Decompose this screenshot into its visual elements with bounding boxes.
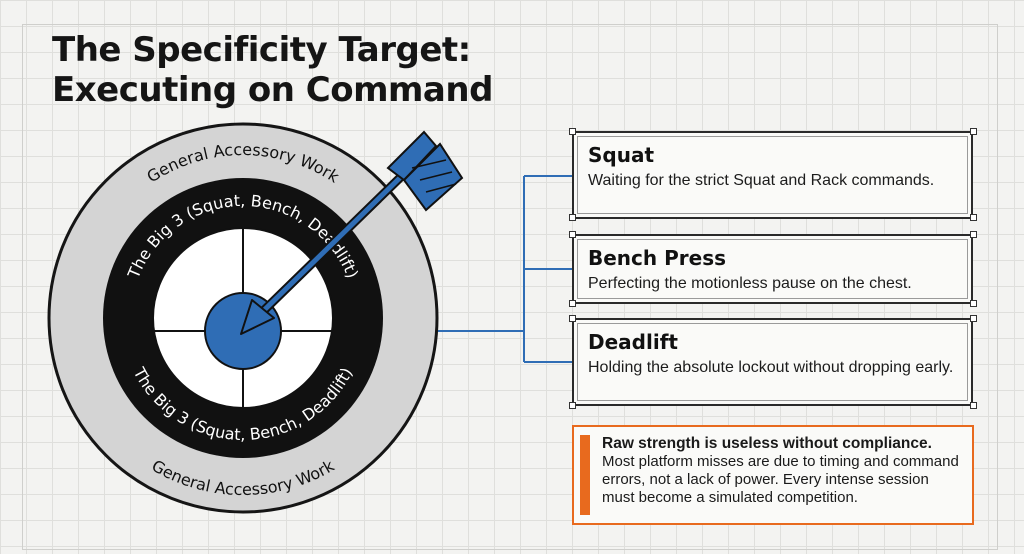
card-body: Waiting for the strict Squat and Rack co… <box>588 172 935 189</box>
card-body: Perfecting the motionless pause on the c… <box>588 275 912 292</box>
arrow-icon <box>240 130 464 335</box>
selection-handle <box>970 315 977 322</box>
selection-handle <box>970 402 977 409</box>
card-deadlift: Deadlift Holding the absolute lockout wi… <box>572 318 973 406</box>
selection-handle <box>569 231 576 238</box>
selection-handle <box>569 402 576 409</box>
title-line-2: Executing on Command <box>52 70 493 110</box>
title-line-1: The Specificity Target: <box>52 30 471 70</box>
card-body: Holding the absolute lockout without dro… <box>588 359 954 376</box>
callout-accent-bar <box>580 435 590 515</box>
page-title: The Specificity Target: Executing on Com… <box>52 30 493 110</box>
card-bench-press: Bench Press Perfecting the motionless pa… <box>572 234 973 304</box>
callout-text: Raw strength is useless without complian… <box>602 435 962 507</box>
card-title: Deadlift <box>588 330 678 354</box>
card-squat: Squat Waiting for the strict Squat and R… <box>572 131 973 219</box>
callout-headline: Raw strength is useless without complian… <box>602 435 932 452</box>
card-title: Squat <box>588 143 655 167</box>
content-frame <box>22 24 998 550</box>
selection-handle <box>970 128 977 135</box>
selection-handle <box>569 214 576 221</box>
selection-handle <box>970 300 977 307</box>
callout-body: Most platform misses are due to timing a… <box>602 453 959 506</box>
callout-box: Raw strength is useless without complian… <box>572 425 974 525</box>
selection-handle <box>569 300 576 307</box>
selection-handle <box>569 315 576 322</box>
selection-handle <box>970 231 977 238</box>
selection-handle <box>970 214 977 221</box>
card-title: Bench Press <box>588 246 726 270</box>
selection-handle <box>569 128 576 135</box>
